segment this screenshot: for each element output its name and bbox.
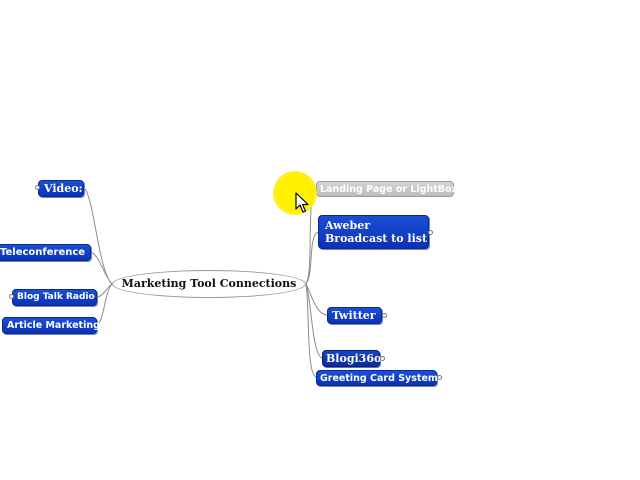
- node-article-marketing[interactable]: Article Marketing: [2, 317, 100, 334]
- central-topic[interactable]: Marketing Tool Connections: [112, 270, 306, 298]
- node-landing-page[interactable]: Landing Page or LightBox: [316, 181, 458, 197]
- connector-blogi360: [305, 283, 323, 359]
- node-aweber[interactable]: Aweber Broadcast to list: [318, 215, 429, 249]
- node-teleconference[interactable]: Teleconference: [0, 244, 91, 261]
- node-aweber-knob[interactable]: [428, 230, 433, 235]
- node-aweber-line2: Broadcast to list: [325, 232, 428, 245]
- node-blog-talk-radio[interactable]: Blog Talk Radio: [12, 289, 97, 306]
- connector-teleconference: [90, 251, 113, 285]
- node-video-knob[interactable]: [35, 185, 40, 190]
- node-twitter-knob[interactable]: [382, 313, 387, 318]
- cursor-highlight: [273, 171, 317, 215]
- node-greeting-card[interactable]: Greeting Card System: [316, 370, 438, 386]
- connector-greeting-card: [305, 283, 317, 378]
- node-video[interactable]: Video:: [38, 180, 84, 197]
- connector-video: [83, 187, 113, 285]
- connector-aweber: [305, 231, 319, 285]
- node-blogi360[interactable]: Blogi36o: [322, 350, 381, 367]
- connector-article-marketing: [96, 283, 113, 326]
- node-blog-talk-radio-knob[interactable]: [9, 294, 14, 299]
- connector-blog-talk-radio: [96, 283, 113, 298]
- node-aweber-line1: Aweber: [325, 219, 371, 232]
- node-twitter[interactable]: Twitter: [327, 307, 382, 324]
- node-greeting-card-knob[interactable]: [437, 375, 442, 380]
- connector-twitter: [305, 283, 328, 316]
- node-blogi360-knob[interactable]: [380, 356, 385, 361]
- mouse-pointer-icon: [295, 192, 309, 213]
